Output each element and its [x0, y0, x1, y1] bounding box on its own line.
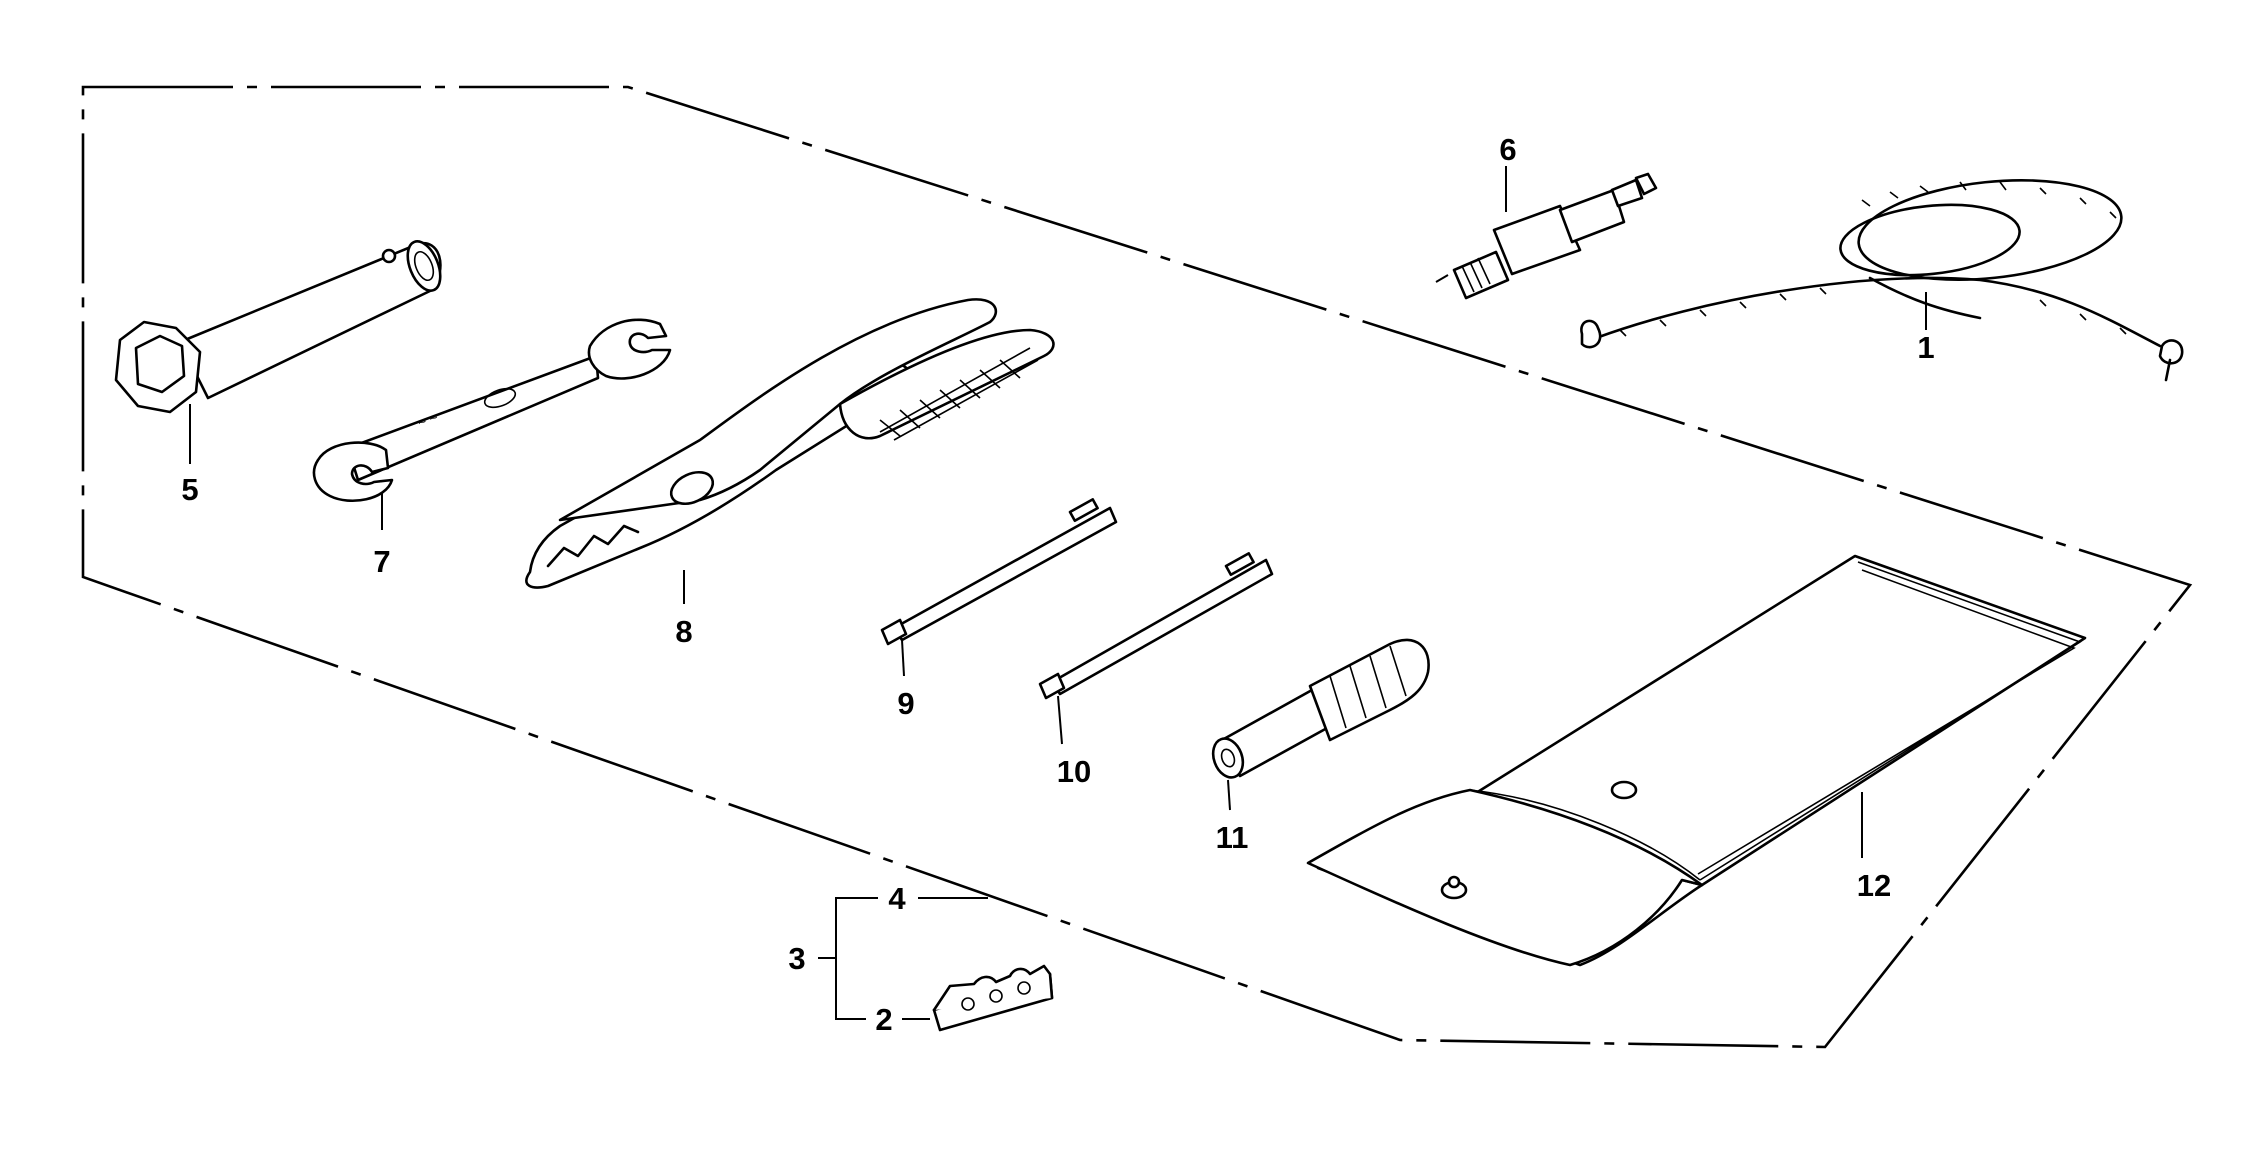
screwdriver-bit-b-drawing — [1038, 552, 1274, 700]
screwdriver-handle-drawing — [1211, 638, 1430, 779]
box-wrench-drawing — [114, 240, 442, 414]
spark-plug-drawing — [1435, 172, 1658, 300]
callout-3: 3 — [788, 941, 805, 976]
callout-4: 4 — [888, 881, 906, 916]
rope-drawing — [1580, 179, 2184, 382]
pliers-drawing — [525, 298, 1055, 589]
callout-1: 1 — [1917, 330, 1934, 365]
callout-12: 12 — [1857, 868, 1891, 903]
clip-drawing — [932, 964, 1054, 1032]
callout-10: 10 — [1057, 754, 1091, 789]
leader-lines — [189, 166, 1927, 1020]
callout-11: 11 — [1216, 820, 1249, 855]
wrench-size-mark: ~ ~ — [416, 409, 441, 431]
callout-8: 8 — [675, 614, 692, 649]
callout-2: 2 — [875, 1002, 892, 1037]
open-end-wrench-drawing: ~ ~ — [312, 318, 672, 503]
screwdriver-bit-a-drawing — [880, 498, 1118, 646]
tool-bag-drawing — [1306, 554, 2087, 967]
callout-6: 6 — [1499, 132, 1516, 167]
callout-7: 7 — [373, 544, 390, 579]
callout-9: 9 — [897, 686, 914, 721]
kit-boundary-frame — [81, 85, 2193, 1049]
callout-5: 5 — [181, 472, 198, 507]
